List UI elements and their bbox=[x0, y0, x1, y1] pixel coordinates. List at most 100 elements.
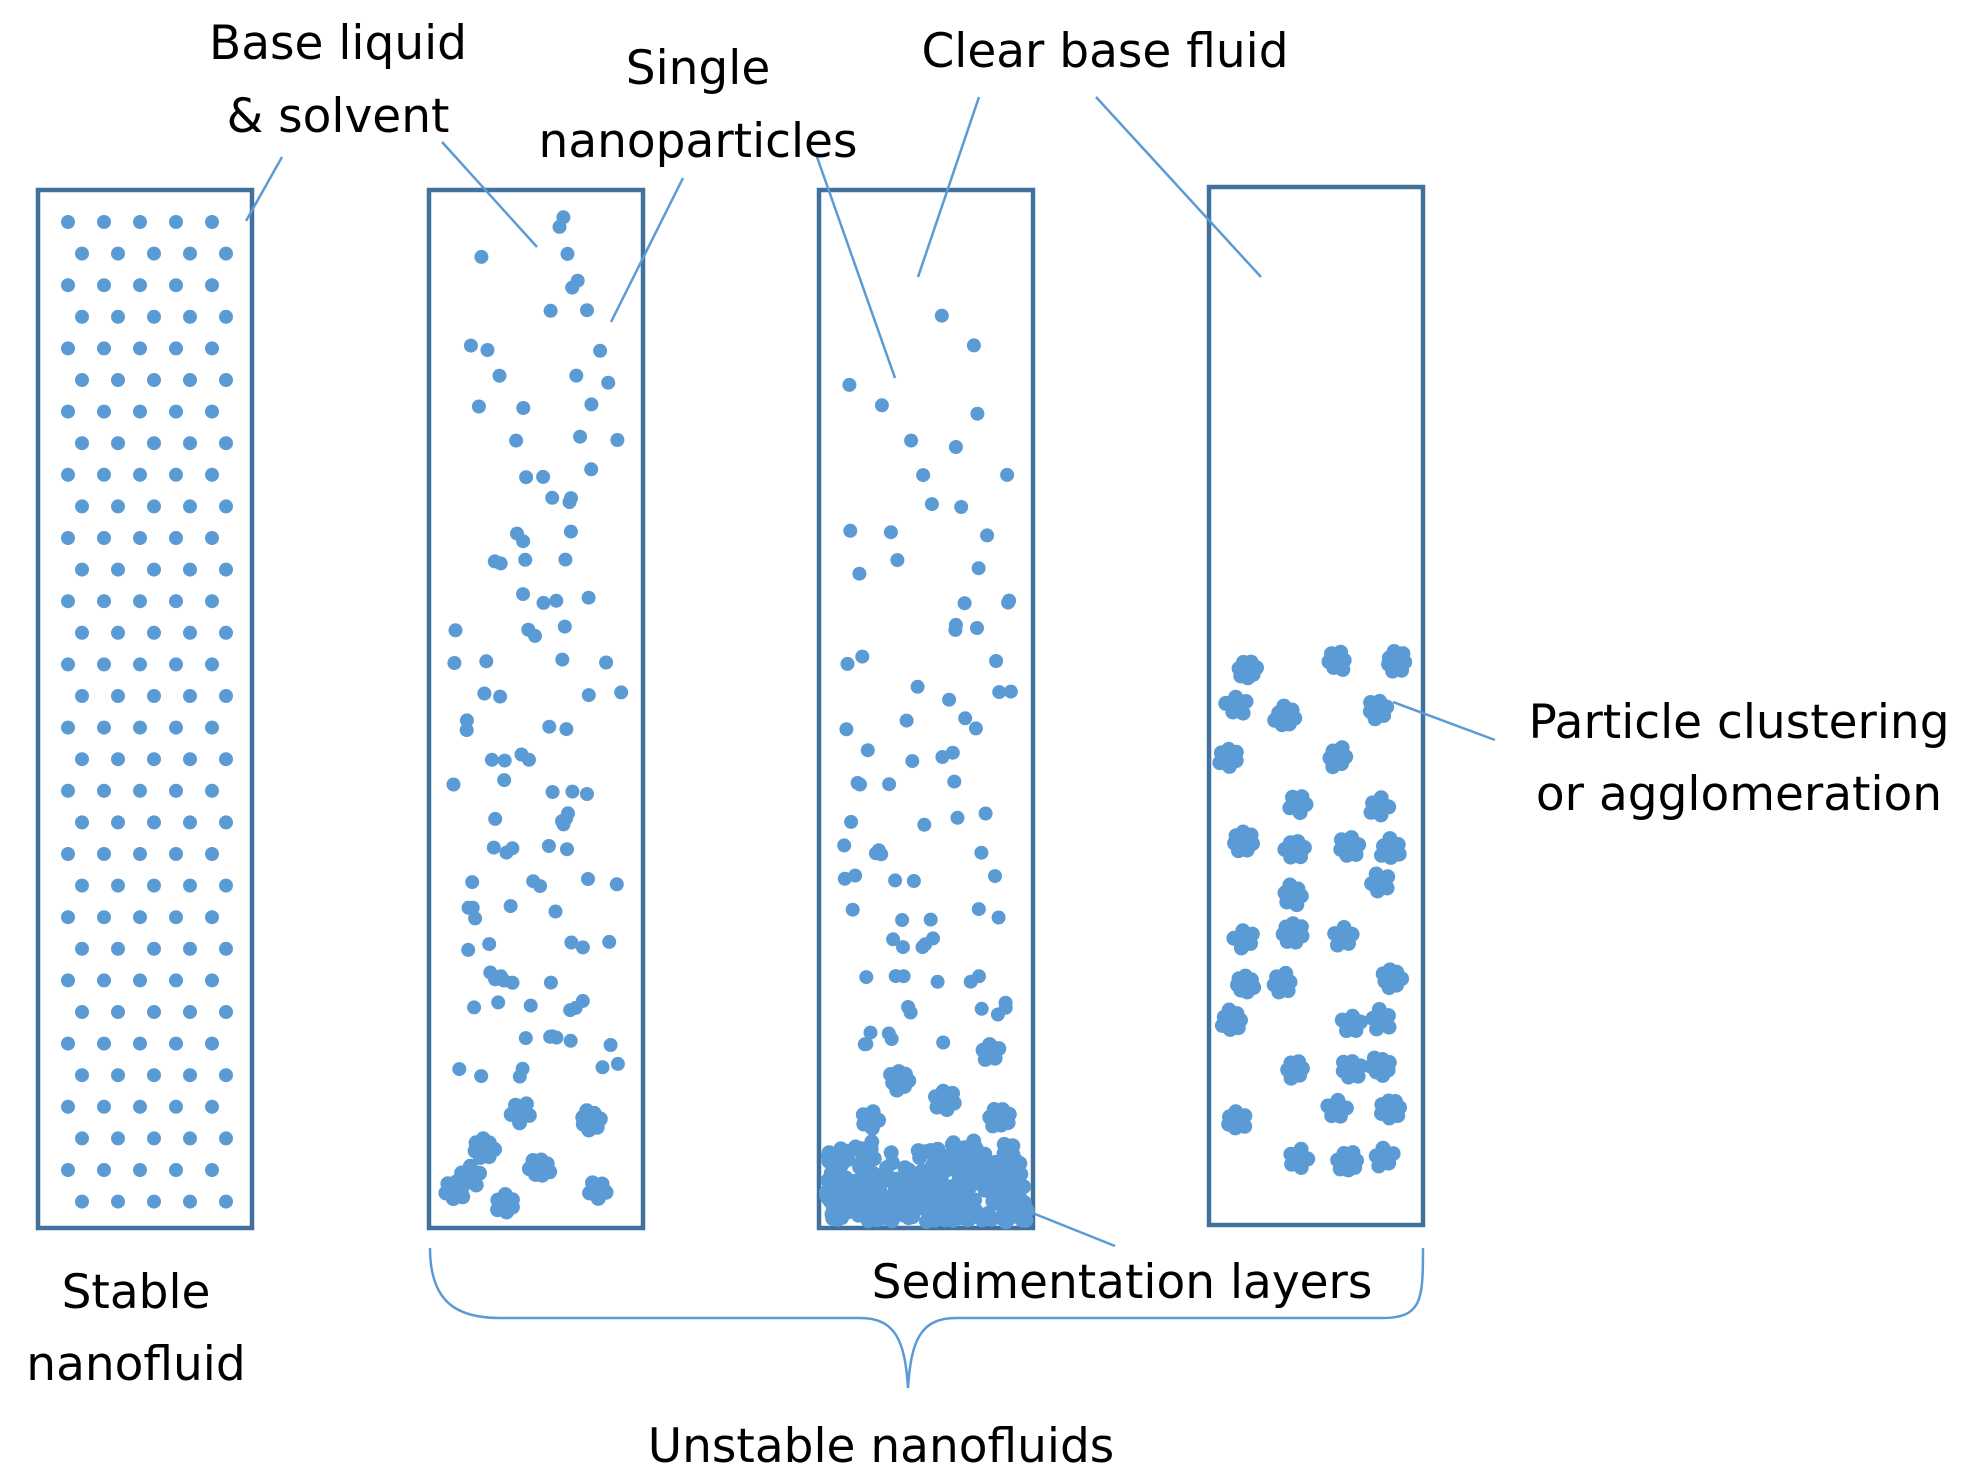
stable-particle bbox=[75, 436, 89, 451]
sediment-particle bbox=[927, 1151, 943, 1167]
stable-particle bbox=[219, 752, 233, 767]
stable-particle bbox=[169, 341, 183, 356]
single-particle bbox=[895, 913, 910, 927]
sedimentation-layer bbox=[818, 1133, 1035, 1230]
stable-particles bbox=[61, 215, 233, 1209]
single-particle bbox=[948, 622, 963, 637]
single-particle bbox=[463, 338, 478, 353]
stable-particle bbox=[75, 689, 89, 703]
dispersed-particles-tube-2 bbox=[438, 210, 629, 1220]
particle-cluster bbox=[855, 1104, 886, 1136]
stable-particle bbox=[169, 910, 183, 925]
stable-particle bbox=[219, 246, 233, 261]
single-particle bbox=[570, 273, 585, 288]
stable-particle bbox=[111, 815, 125, 830]
single-particle bbox=[966, 338, 981, 353]
stable-particle bbox=[183, 941, 197, 956]
single-particle bbox=[563, 1003, 578, 1018]
sediment-particle bbox=[830, 1211, 846, 1227]
single-particle bbox=[874, 847, 889, 862]
stable-particle bbox=[147, 1194, 161, 1209]
stable-particle bbox=[61, 973, 75, 988]
stable-particle bbox=[75, 752, 89, 767]
single-particle bbox=[905, 754, 920, 769]
stable-particle bbox=[61, 783, 75, 798]
single-particle bbox=[514, 747, 529, 762]
label-clustering-2: or agglomeration bbox=[1536, 767, 1942, 822]
stable-particle bbox=[111, 499, 125, 514]
single-particle bbox=[448, 623, 463, 638]
single-particle bbox=[881, 1026, 896, 1041]
sediment-particle bbox=[854, 1169, 870, 1185]
single-particle bbox=[560, 246, 575, 261]
single-particle bbox=[558, 552, 573, 567]
single-particle bbox=[848, 868, 863, 883]
agglomerate bbox=[1221, 1104, 1253, 1136]
stable-particle bbox=[205, 467, 219, 482]
stable-particle bbox=[183, 562, 197, 577]
single-particle bbox=[1003, 684, 1018, 699]
single-particle bbox=[573, 429, 588, 444]
sediment-particle bbox=[933, 1164, 949, 1179]
agglomerate bbox=[1277, 877, 1309, 913]
stable-particle bbox=[205, 1099, 219, 1114]
stable-particle bbox=[219, 1068, 233, 1083]
agglomerate bbox=[1368, 1140, 1401, 1174]
single-particle bbox=[563, 1033, 578, 1048]
stable-particle bbox=[111, 1068, 125, 1083]
stable-particle bbox=[183, 815, 197, 830]
stable-particle bbox=[219, 1131, 233, 1146]
sediment-particle bbox=[944, 1201, 960, 1217]
single-particle bbox=[465, 875, 480, 890]
stable-particle bbox=[147, 373, 161, 387]
stable-particle bbox=[205, 973, 219, 988]
stable-particle bbox=[219, 373, 233, 387]
single-particle bbox=[974, 1001, 989, 1016]
stable-particle bbox=[169, 973, 183, 988]
single-particle bbox=[842, 377, 857, 392]
single-particle bbox=[852, 566, 867, 581]
stable-particle bbox=[147, 752, 161, 767]
single-particle bbox=[924, 497, 939, 512]
stable-particle bbox=[61, 467, 75, 482]
sediment-particle bbox=[977, 1146, 993, 1162]
single-particle bbox=[446, 777, 461, 792]
single-particle bbox=[484, 752, 499, 767]
agglomerate bbox=[1266, 965, 1298, 1000]
leader-base-liquid-2 bbox=[441, 141, 538, 248]
agglomerate bbox=[1363, 1050, 1397, 1083]
single-particle bbox=[581, 872, 595, 886]
single-particle bbox=[518, 1031, 533, 1046]
label-base-liquid-2: & solvent bbox=[227, 89, 450, 144]
single-particle bbox=[593, 343, 608, 358]
single-particle bbox=[486, 840, 501, 855]
stable-particle bbox=[183, 878, 197, 893]
stable-particle bbox=[111, 1194, 125, 1209]
single-particle bbox=[515, 1061, 530, 1076]
single-particle bbox=[934, 308, 949, 323]
single-particle bbox=[974, 845, 989, 860]
leader-clustering bbox=[1392, 700, 1496, 742]
single-particle bbox=[519, 470, 534, 485]
sediment-particle bbox=[1005, 1168, 1021, 1184]
single-particle bbox=[563, 524, 578, 539]
single-particle bbox=[452, 1062, 467, 1077]
single-particle bbox=[516, 587, 530, 602]
single-particle bbox=[968, 721, 983, 736]
stable-particle bbox=[75, 309, 89, 324]
stable-particle bbox=[169, 1099, 183, 1114]
single-particle bbox=[930, 974, 945, 989]
agglomerate bbox=[1333, 830, 1367, 863]
stable-particle bbox=[219, 878, 233, 893]
stable-particle bbox=[169, 467, 183, 482]
stable-particle bbox=[75, 1194, 89, 1209]
agglomerate bbox=[1327, 920, 1360, 953]
single-particle bbox=[859, 1037, 874, 1052]
single-particle bbox=[839, 722, 854, 737]
leader-clear-fluid-2 bbox=[1095, 96, 1262, 278]
particle-cluster bbox=[467, 1131, 502, 1165]
stable-particle bbox=[97, 783, 111, 798]
stable-particle bbox=[133, 341, 147, 356]
